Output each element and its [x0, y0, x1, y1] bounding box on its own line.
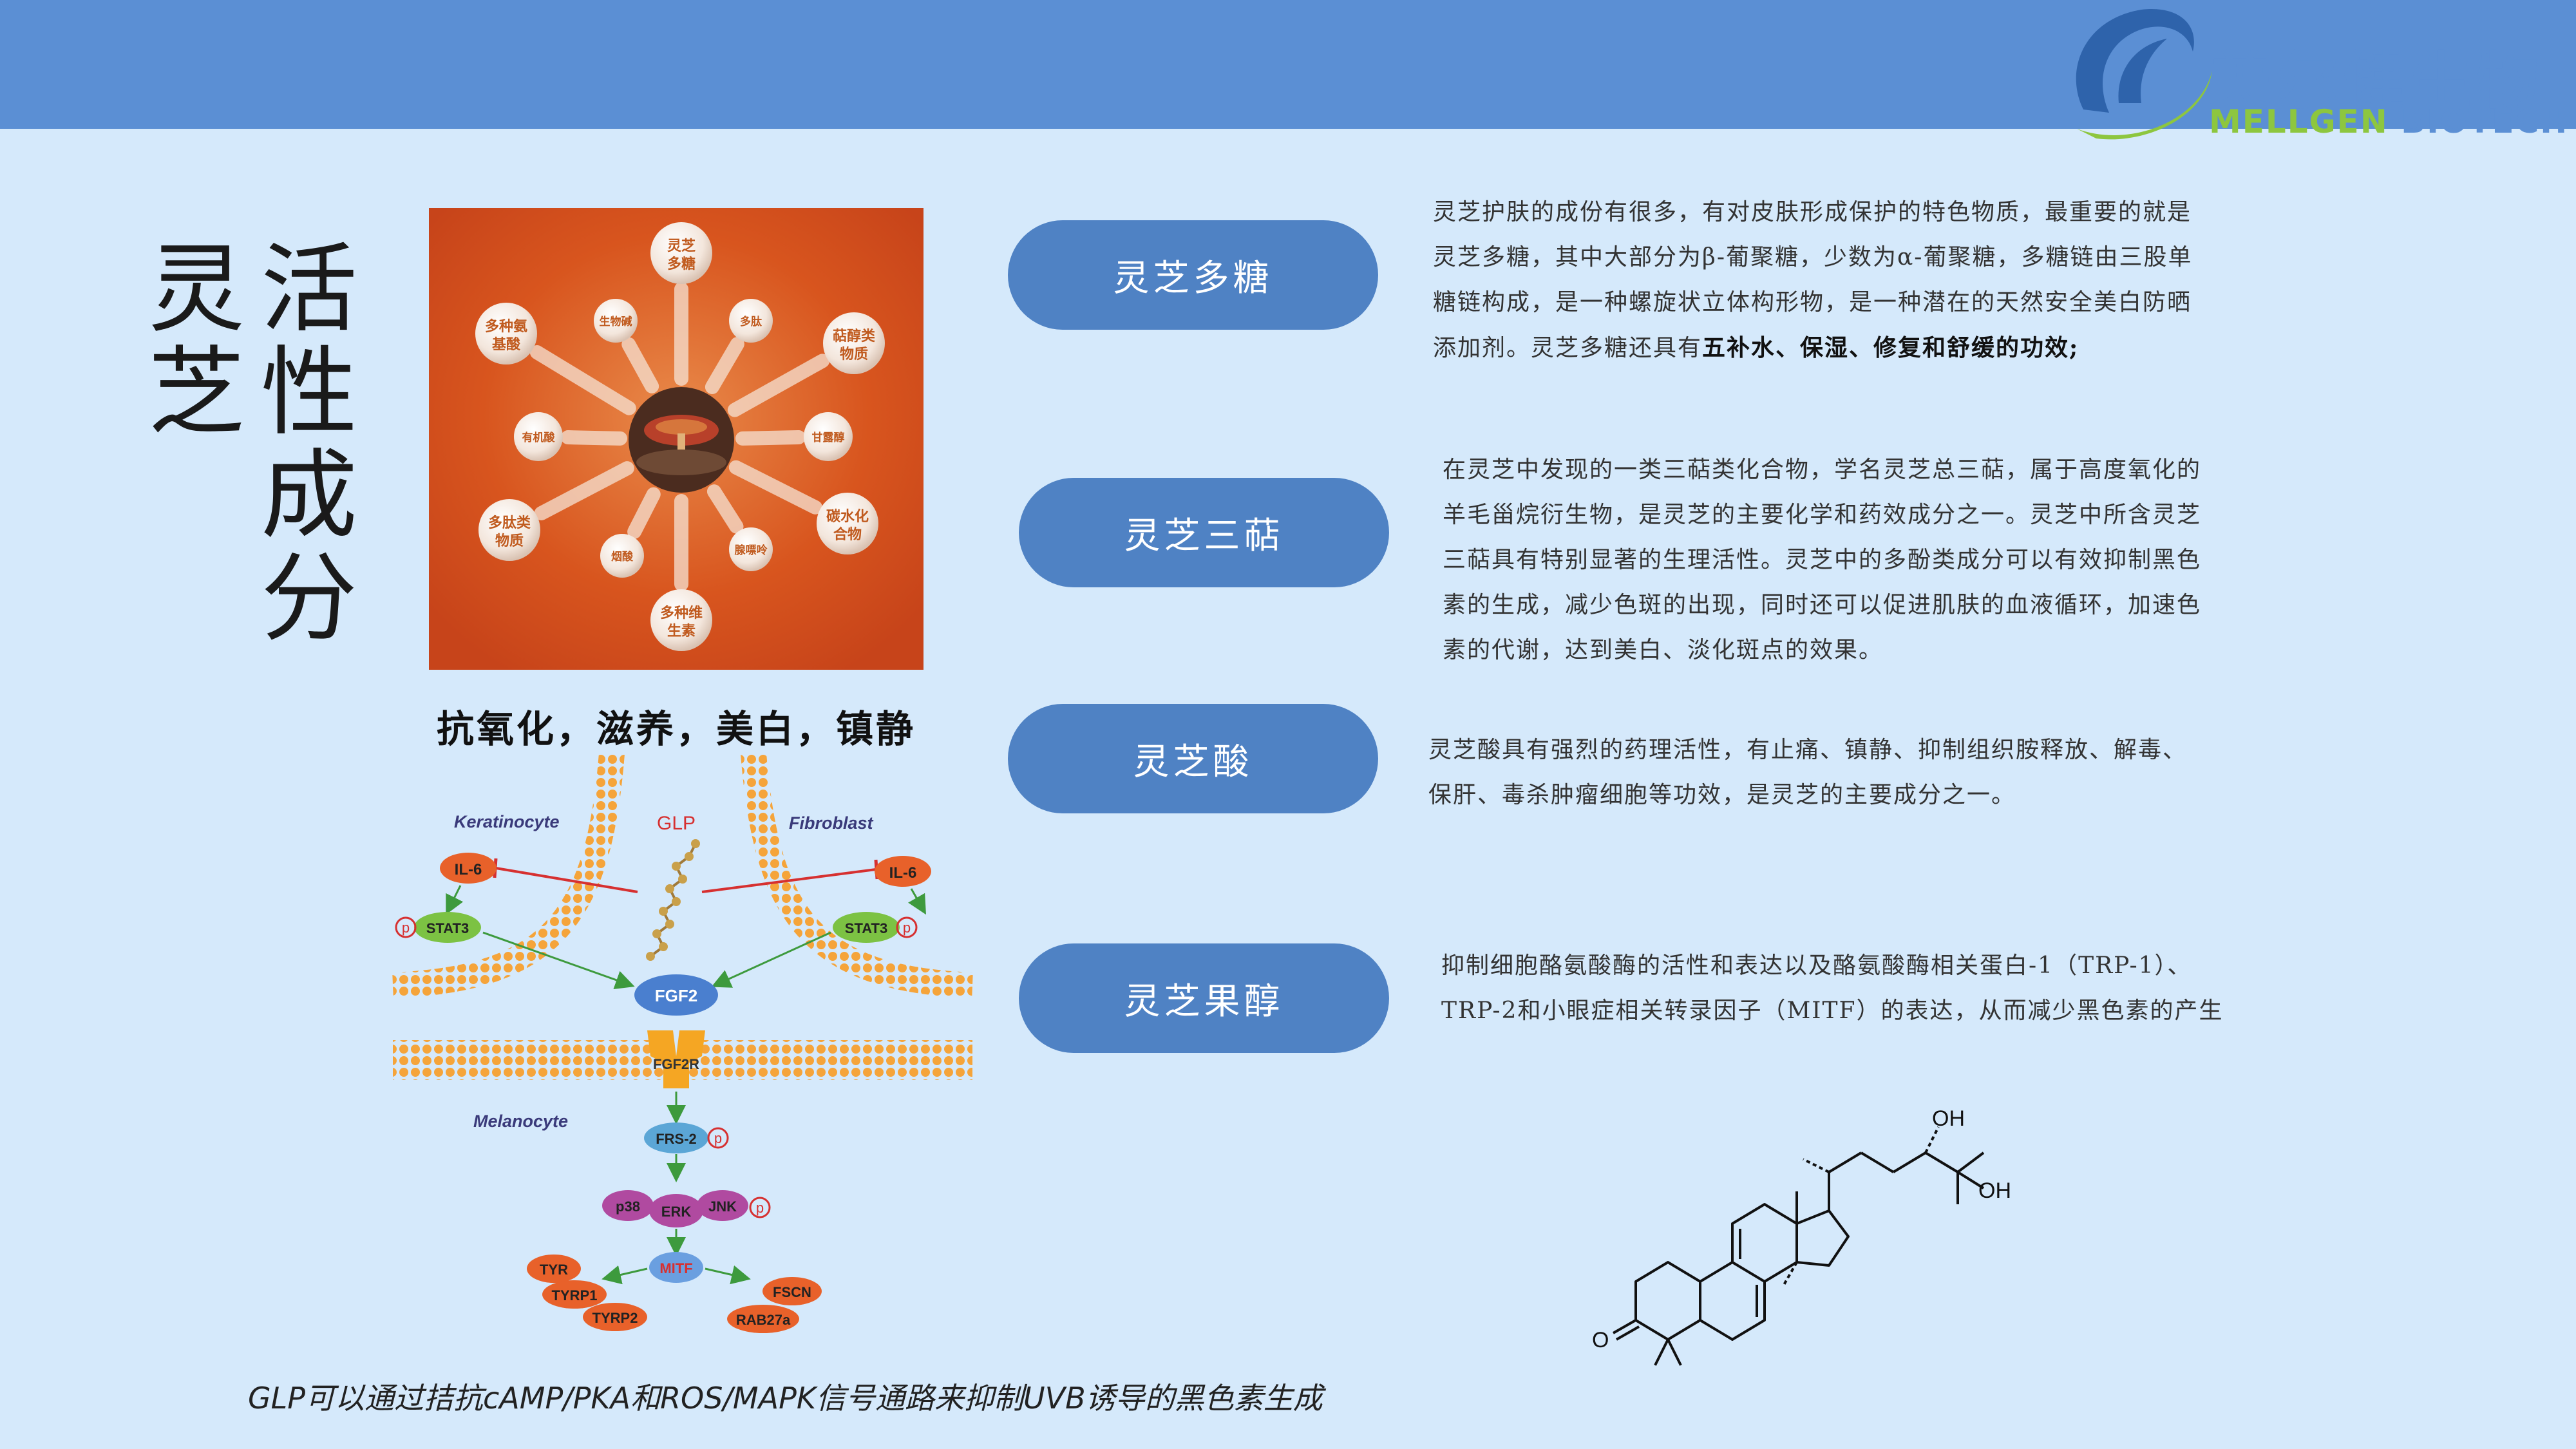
title-char: 芝 — [147, 337, 245, 449]
component-bubble-label: 烟酸 — [611, 550, 634, 564]
component-bubble — [729, 299, 773, 343]
ganodermanontriol-structure: OH OH O — [1592, 1108, 2011, 1366]
jnk-label: JNK — [708, 1198, 737, 1215]
component-bubble-label: 碳水化合物 — [826, 508, 869, 543]
tyrp2-label: TYRP2 — [592, 1310, 638, 1326]
component-bubble — [650, 589, 712, 651]
pill-ganodermanontriol[interactable]: 灵芝果醇 — [1019, 943, 1389, 1053]
mitf-label: MITF — [659, 1260, 692, 1276]
glp-label: GLP — [657, 813, 696, 834]
desc-polysaccharide: 灵芝护肤的成份有很多，有对皮肤形成保护的特色物质，最重要的就是 灵芝多糖，其中大… — [1433, 199, 2193, 361]
component-bubble — [478, 499, 540, 561]
stat3-left: STAT3 — [426, 920, 469, 936]
component-bubble — [729, 527, 773, 571]
title-char: 成 — [260, 440, 357, 552]
mellgen-logo-icon — [2076, 9, 2212, 140]
title-char: 分 — [260, 543, 357, 655]
title-column-2: 活 性 成 分 — [254, 238, 364, 650]
component-bubble-label: 多种维生素 — [660, 605, 703, 639]
erk-label: ERK — [661, 1204, 692, 1220]
oh-top-label: OH — [1932, 1108, 1965, 1131]
fibroblast-label: Fibroblast — [789, 813, 874, 833]
stat3-right: STAT3 — [845, 920, 887, 936]
phospho-frs2: p — [714, 1130, 722, 1146]
desc-ganodermanontriol: 抑制细胞酪氨酸酶的活性和表达以及酪氨酸酶相关蛋白-1（TRP-1）、 TRP-2… — [1441, 952, 2224, 1024]
component-bubble-label: 灵芝多糖 — [667, 238, 696, 272]
component-bubble-label: 甘露醇 — [812, 431, 845, 444]
component-bubble — [650, 222, 712, 284]
component-bubble-label: 多肽类物质 — [488, 515, 531, 549]
pill-triterpene[interactable]: 灵芝三萜 — [1019, 478, 1389, 587]
logo-english-name: MELLGEN BIOTECH — [2209, 103, 2569, 140]
component-bubble-label: 多种氨基酸 — [485, 318, 527, 353]
title-char: 性 — [260, 337, 357, 449]
component-bubble — [594, 299, 638, 343]
il6-right: IL-6 — [889, 864, 917, 882]
oh-right-label: OH — [1978, 1179, 2011, 1203]
desc-ganoderic-acid: 灵芝酸具有强烈的药理活性，有止痛、镇静、抑制组织胺释放、解毒、 保肝、毒杀肿瘤细… — [1428, 737, 2188, 808]
rab27a-label: RAB27a — [736, 1312, 791, 1328]
frs2-label: FRS-2 — [656, 1131, 697, 1147]
component-bubble-label: 有机酸 — [522, 431, 556, 444]
ketone-o-label: O — [1592, 1328, 1609, 1352]
component-bubble — [817, 493, 878, 554]
pathway-caption: GLP可以通过拮抗cAMP/PKA和ROS/MAPK信号通路来抑制UVB诱导的黑… — [248, 1381, 1323, 1416]
image-caption: 抗氧化，滋养，美白，镇静 — [436, 707, 916, 751]
title-char: 灵 — [147, 234, 245, 346]
fscn-label: FSCN — [773, 1284, 811, 1300]
phospho-jnk: p — [756, 1200, 764, 1216]
il6-left: IL-6 — [455, 861, 482, 878]
component-bubble — [823, 312, 885, 374]
keratinocyte-label: Keratinocyte — [454, 812, 560, 831]
component-bubble — [475, 303, 537, 365]
desc-triterpene: 在灵芝中发现的一类三萜类化合物，学名灵芝总三萜，属于高度氧化的 羊毛甾烷衍生物，… — [1443, 457, 2202, 663]
phospho-right: p — [903, 920, 911, 936]
logo-chinese-name: 美尔健生物 — [2209, 45, 2544, 117]
component-bubble-label: 生物碱 — [600, 315, 632, 328]
melanocyte-label: Melanocyte — [473, 1112, 568, 1131]
title-char: 活 — [260, 234, 357, 346]
tyrp1-label: TYRP1 — [552, 1287, 598, 1303]
fgf2-label: FGF2 — [655, 986, 697, 1005]
fgf2r-label: FGF2R — [653, 1056, 699, 1072]
tyr-label: TYR — [540, 1262, 568, 1278]
component-bubble-label: 多肽 — [740, 315, 762, 328]
component-bubble — [600, 534, 644, 578]
pill-ganoderic-acid[interactable]: 灵芝酸 — [1008, 704, 1378, 813]
component-bubble — [514, 412, 563, 461]
component-bubble-label: 腺嘌呤 — [735, 544, 768, 557]
component-bubble-label: 萜醇类物质 — [833, 328, 876, 363]
title-column-1: 灵 芝 — [142, 238, 251, 444]
glp-signaling-pathway-diagram: Keratinocyte Fibroblast Melanocyte GLP I… — [392, 753, 973, 1333]
phospho-left: p — [402, 920, 410, 936]
p38-label: p38 — [616, 1198, 640, 1215]
pill-polysaccharide[interactable]: 灵芝多糖 — [1008, 220, 1378, 330]
component-bubble — [804, 412, 853, 461]
